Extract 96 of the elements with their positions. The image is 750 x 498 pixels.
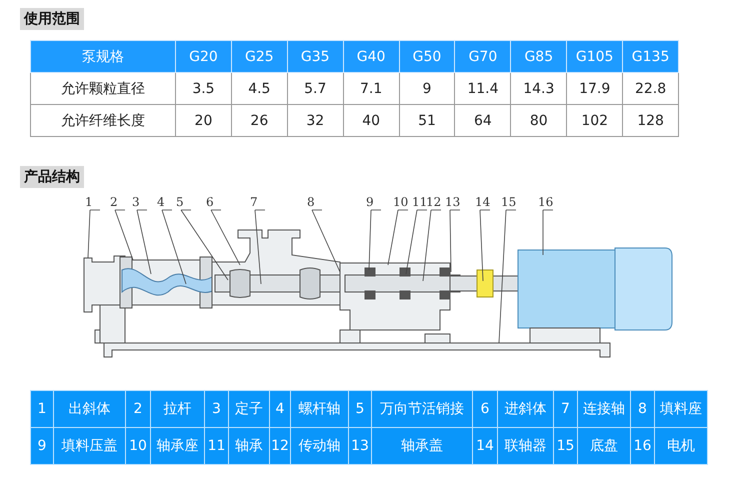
- part-name: 传动轴: [290, 428, 348, 464]
- part-number: 5: [348, 390, 372, 428]
- callout-number: 4: [157, 196, 165, 208]
- part-name: 填料压盖: [54, 428, 126, 464]
- table-cell: 64: [454, 104, 511, 136]
- part-name: 电机: [654, 428, 708, 464]
- callout-number: 7: [250, 196, 258, 208]
- header-cell: G25: [231, 40, 288, 72]
- leader-line: [480, 210, 490, 282]
- table-cell: 17.9: [566, 72, 623, 104]
- callout-number: 5: [176, 196, 184, 208]
- header-cell: G135: [622, 40, 679, 72]
- part-number: 1: [30, 390, 54, 428]
- part-name: 螺杆轴: [290, 390, 348, 428]
- table-cell: 9: [399, 72, 455, 104]
- leader-line: [180, 210, 228, 280]
- callout-number: 16: [538, 196, 554, 208]
- table-cell: 3.5: [176, 72, 232, 104]
- part-name: 填料座: [654, 390, 708, 428]
- leader-line: [136, 210, 152, 274]
- part-name: 定子: [228, 390, 270, 428]
- part-number: 11: [204, 428, 228, 464]
- leader-line: [368, 210, 382, 270]
- leader-line: [450, 210, 460, 272]
- part-name: 连接轴: [578, 390, 630, 428]
- part-name: 万向节活销接: [372, 390, 472, 428]
- part-name: 轴承: [228, 428, 270, 464]
- part-number: 12: [270, 428, 290, 464]
- part-number: 9: [30, 428, 54, 464]
- table-cell: 22.8: [622, 72, 679, 104]
- leader-line: [422, 210, 442, 282]
- callout-number: 12: [426, 196, 442, 208]
- part-number: 4: [270, 390, 290, 428]
- callout-number: 15: [501, 196, 516, 208]
- table-cell: 允许颗粒直径: [30, 72, 176, 104]
- table-cell: 102: [566, 104, 623, 136]
- part-number: 6: [472, 390, 498, 428]
- part-name: 轴承座: [150, 428, 204, 464]
- part-name: 拉杆: [150, 390, 204, 428]
- header-cell: G50: [399, 40, 455, 72]
- table-cell: 32: [287, 104, 344, 136]
- table-cell: 允许纤维长度: [30, 104, 176, 136]
- callout-number: 8: [307, 196, 315, 208]
- header-cell: G105: [566, 40, 623, 72]
- leader-line: [114, 210, 134, 260]
- leader-line: [498, 210, 516, 344]
- leader-line: [406, 210, 428, 274]
- table-cell: 128: [622, 104, 679, 136]
- header-cell: G85: [510, 40, 567, 72]
- callout-number: 13: [445, 196, 460, 208]
- leader-line: [210, 210, 240, 266]
- callout-number: 1: [85, 196, 93, 208]
- callout-number: 9: [366, 196, 374, 208]
- table-cell: 20: [176, 104, 232, 136]
- callout-number: 11: [412, 196, 428, 208]
- part-name: 底盘: [578, 428, 630, 464]
- table-cell: 26: [231, 104, 288, 136]
- callout-number: 3: [132, 196, 140, 208]
- part-name: 轴承盖: [372, 428, 472, 464]
- table-cell: 51: [399, 104, 455, 136]
- part-number: 15: [554, 428, 578, 464]
- part-number: 14: [472, 428, 498, 464]
- header-cell: G35: [287, 40, 344, 72]
- table-cell: 80: [510, 104, 567, 136]
- leader-line: [312, 210, 340, 272]
- header-cell: G20: [176, 40, 232, 72]
- part-number: 13: [348, 428, 372, 464]
- callout-number: 6: [206, 196, 214, 208]
- table-cell: 7.1: [343, 72, 400, 104]
- table-cell: 40: [343, 104, 400, 136]
- leader-line: [388, 210, 408, 266]
- part-name: 进斜体: [498, 390, 554, 428]
- part-number: 10: [126, 428, 150, 464]
- table-cell: 5.7: [287, 72, 344, 104]
- header-cell: G40: [343, 40, 400, 72]
- section-heading: 使用范围: [20, 8, 84, 30]
- header-cell: 泵规格: [30, 40, 176, 72]
- table-cell: 14.3: [510, 72, 567, 104]
- leader-line: [88, 210, 100, 258]
- table-cell: 4.5: [231, 72, 288, 104]
- part-number: 8: [630, 390, 654, 428]
- callout-number: 10: [393, 196, 408, 208]
- leader-line: [162, 210, 186, 284]
- header-cell: G70: [454, 40, 511, 72]
- callout-number: 2: [110, 196, 118, 208]
- leader-line: [542, 210, 554, 256]
- part-name: 联轴器: [498, 428, 554, 464]
- callout-number: 14: [475, 196, 490, 208]
- part-name: 出斜体: [54, 390, 126, 428]
- part-number: 16: [630, 428, 654, 464]
- leader-line: [254, 210, 266, 284]
- table-cell: 11.4: [454, 72, 511, 104]
- section-heading: 产品结构: [20, 166, 84, 188]
- part-number: 2: [126, 390, 150, 428]
- part-number: 3: [204, 390, 228, 428]
- part-number: 7: [554, 390, 578, 428]
